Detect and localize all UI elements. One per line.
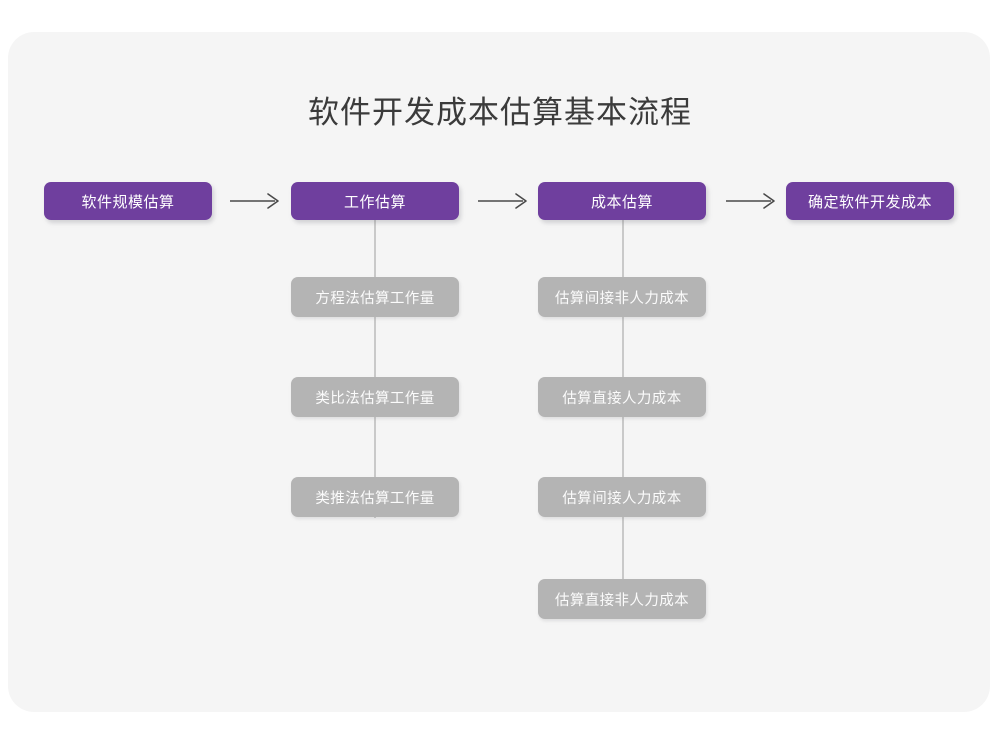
substep-node-label: 估算直接人力成本: [562, 390, 682, 407]
connector-stage2-substeps: [374, 218, 376, 518]
substep-node-label: 类比法估算工作量: [315, 390, 435, 407]
stage-node-label: 工作估算: [343, 193, 406, 211]
stage-node-determine-development-cost[interactable]: 确定软件开发成本: [786, 182, 954, 220]
diagram-card: [8, 32, 990, 712]
substep-node-label: 方程法估算工作量: [315, 290, 435, 307]
substep-node-direct-nonlabor-cost[interactable]: 估算直接非人力成本: [538, 579, 706, 619]
arrow-stage2-to-stage3: [476, 186, 532, 216]
stage-node-software-scale-estimation[interactable]: 软件规模估算: [44, 182, 212, 220]
arrow-stage1-to-stage2: [228, 186, 284, 216]
arrow-stage3-to-stage4: [724, 186, 780, 216]
substep-node-label: 估算间接非人力成本: [554, 290, 690, 307]
stage-node-effort-estimation[interactable]: 工作估算: [291, 182, 459, 220]
stage-node-cost-estimation[interactable]: 成本估算: [538, 182, 706, 220]
substep-node-label: 估算直接非人力成本: [554, 592, 690, 609]
substep-node-equation-method-effort[interactable]: 方程法估算工作量: [291, 277, 459, 317]
substep-node-indirect-labor-cost[interactable]: 估算间接人力成本: [538, 477, 706, 517]
substep-node-analogue-method-effort[interactable]: 类推法估算工作量: [291, 477, 459, 517]
page-title: 软件开发成本估算基本流程: [308, 95, 692, 130]
stage-node-label: 软件规模估算: [81, 193, 175, 211]
substep-node-label: 估算间接人力成本: [562, 490, 682, 507]
stage-node-label: 成本估算: [590, 193, 653, 211]
substep-node-direct-labor-cost[interactable]: 估算直接人力成本: [538, 377, 706, 417]
substep-node-analogy-method-effort[interactable]: 类比法估算工作量: [291, 377, 459, 417]
substep-node-label: 类推法估算工作量: [315, 490, 435, 507]
stage-node-label: 确定软件开发成本: [807, 193, 932, 211]
substep-node-indirect-nonlabor-cost[interactable]: 估算间接非人力成本: [538, 277, 706, 317]
